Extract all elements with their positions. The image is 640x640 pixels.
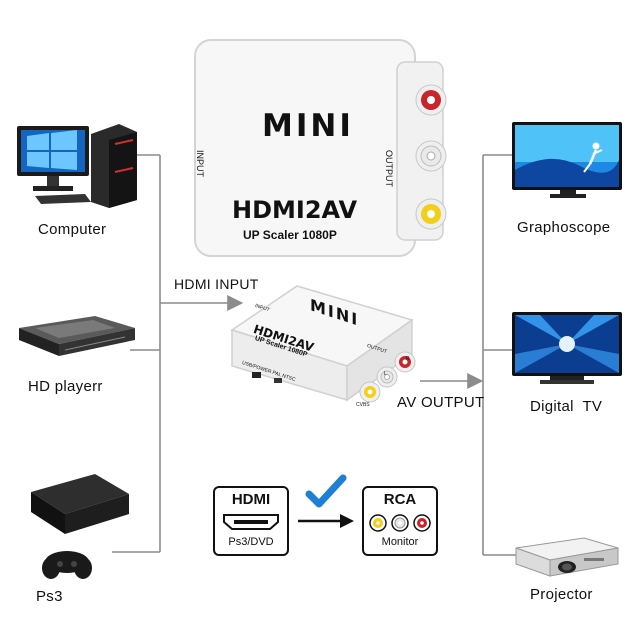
computer-icon <box>17 124 137 208</box>
ps3-console-icon <box>31 474 129 579</box>
hdmi-input-label: HDMI INPUT <box>174 276 259 292</box>
convert-arrow <box>298 514 354 528</box>
device-label-projector: Projector <box>530 586 593 603</box>
device-label-graphoscope: Graphoscope <box>517 219 611 236</box>
av-output-label: AV OUTPUT <box>397 394 485 411</box>
device-label-ps3: Ps3 <box>36 588 63 605</box>
rca-jacks-large <box>415 84 447 230</box>
converter-small-jack-r: R <box>406 356 410 362</box>
projector-icon <box>515 537 619 577</box>
converter-large <box>194 39 447 257</box>
converter-small-jack-l: L <box>384 371 387 377</box>
converter-small <box>230 285 416 403</box>
hdmi-connector-sub: Ps3/DVD <box>228 536 274 548</box>
rca-plugs-icon <box>369 514 431 532</box>
converter-large-brand: MINI <box>262 108 354 144</box>
rca-connector-title: RCA <box>383 491 417 508</box>
converter-large-subtitle: UP Scaler 1080P <box>243 228 337 242</box>
converter-large-input-label: INPUT <box>195 150 205 177</box>
checkmark-icon <box>305 474 347 508</box>
converter-large-model: HDMI2AV <box>232 196 358 224</box>
device-label-hd-player: HD playerr <box>28 378 103 395</box>
hd-player-icon <box>19 316 135 356</box>
converter-large-output-label: OUTPUT <box>384 150 394 187</box>
rca-jacks-small <box>359 351 416 403</box>
device-label-digital-tv: Digital TV <box>530 398 603 415</box>
converter-small-jack-cvbs: CVBS <box>356 402 370 408</box>
rca-connector-sub: Monitor <box>381 536 419 548</box>
digital-tv-icon <box>512 312 622 384</box>
hdmi-port-icon <box>223 514 279 530</box>
hdmi-connector-title: HDMI <box>231 491 271 508</box>
device-label-computer: Computer <box>38 221 107 238</box>
tv-icon <box>512 122 622 198</box>
